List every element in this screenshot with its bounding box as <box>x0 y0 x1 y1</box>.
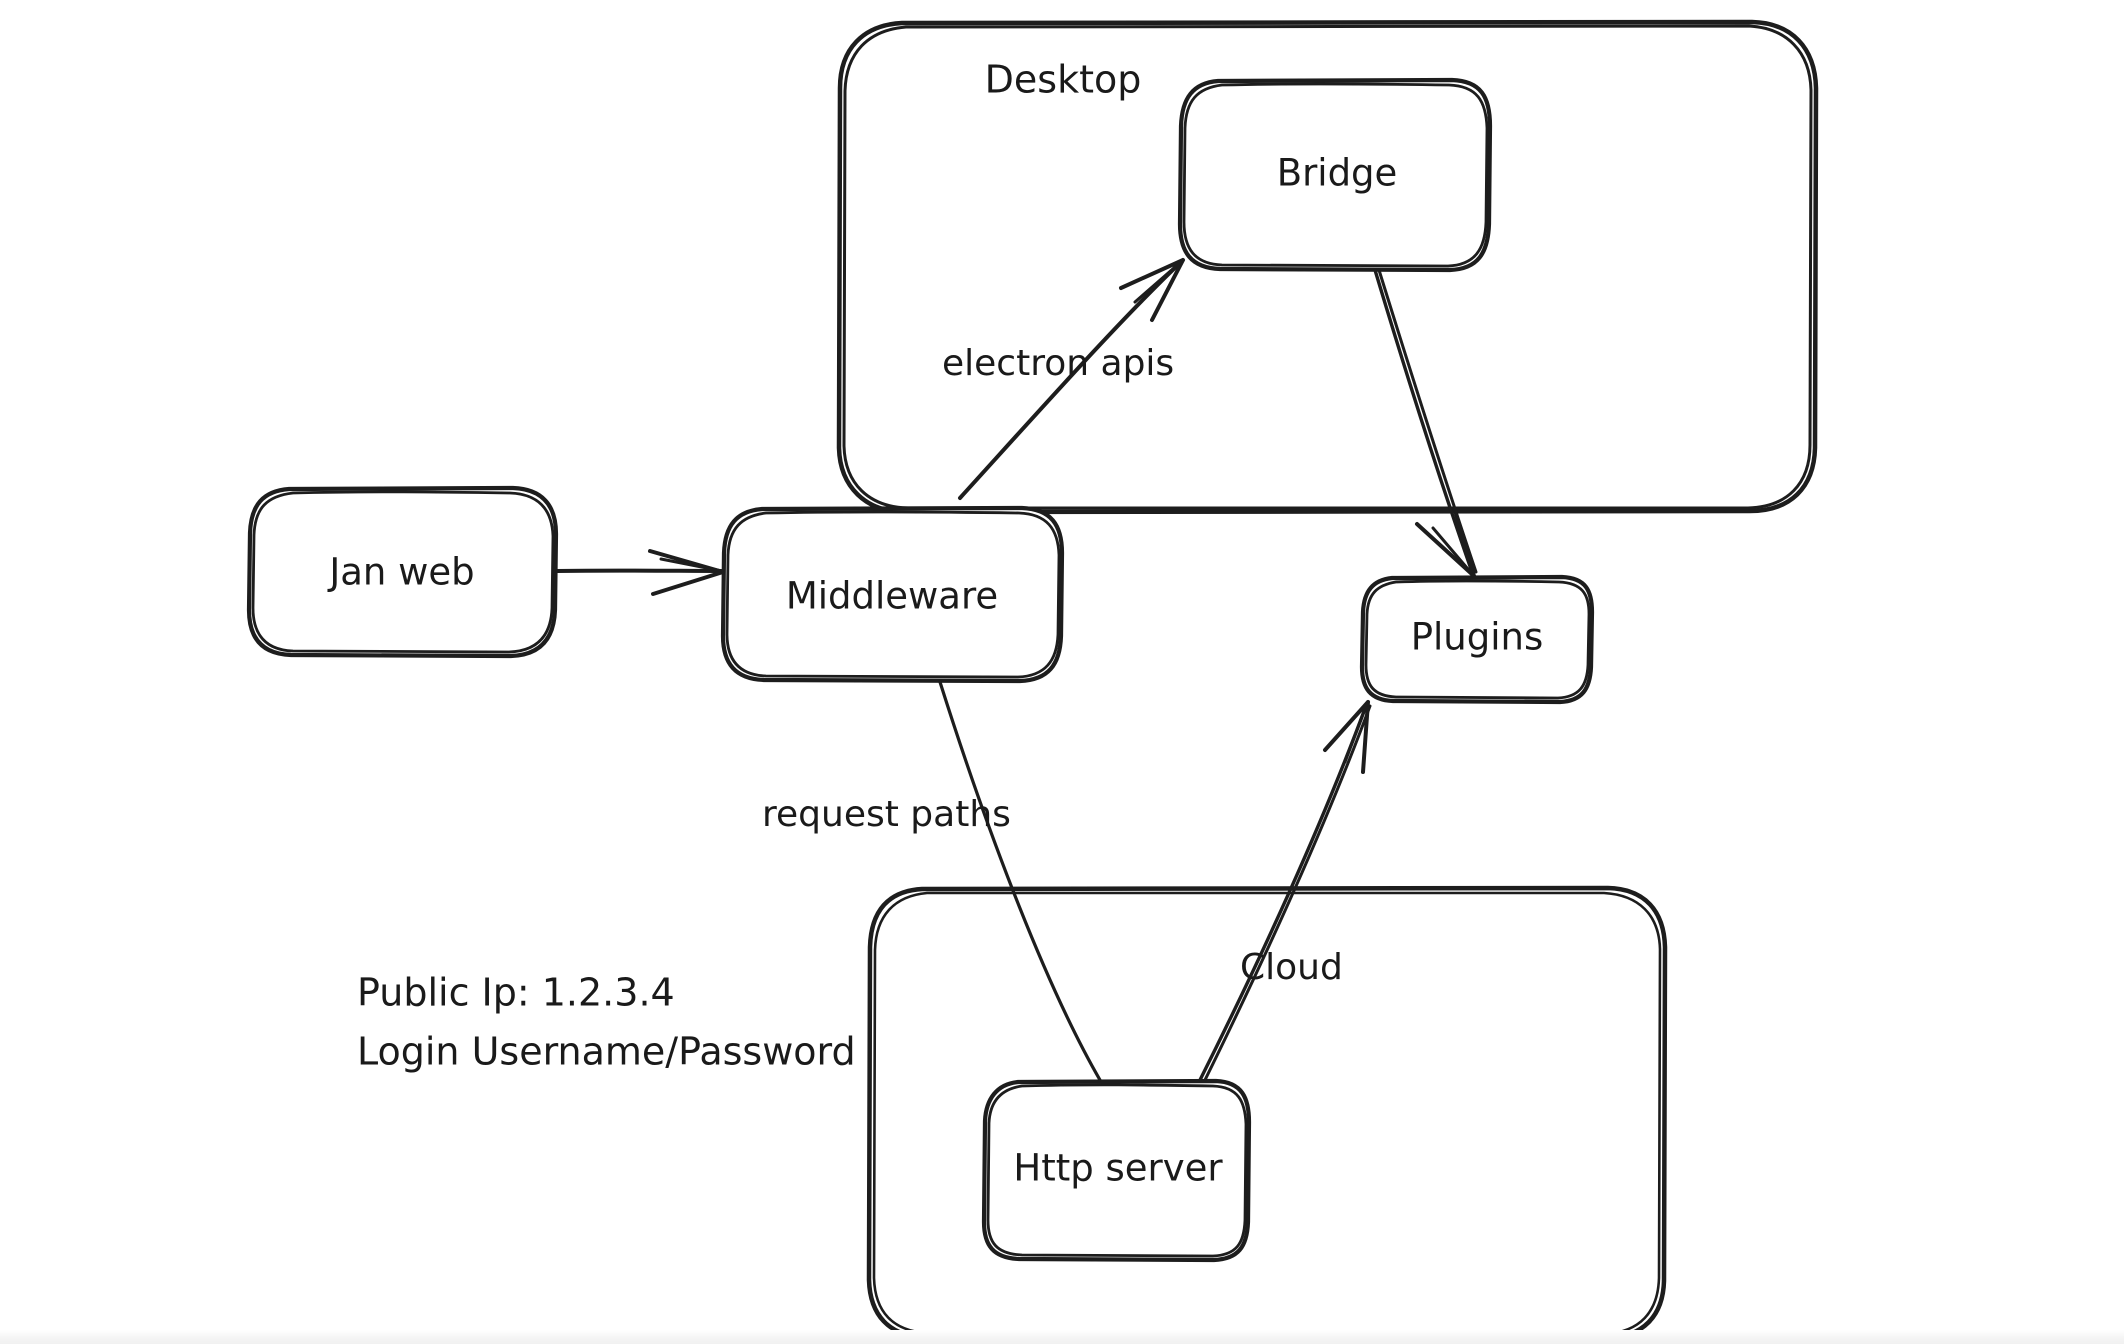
node-plugins[interactable]: Plugins <box>1359 574 1595 705</box>
group-desktop[interactable] <box>836 19 1819 515</box>
node-label-jan-web: Jan web <box>327 551 474 594</box>
edge-janweb-to-middleware[interactable] <box>555 549 725 596</box>
note-public-ip: Public Ip: 1.2.3.4 <box>357 971 675 1015</box>
node-http-server[interactable]: Http server <box>981 1078 1252 1263</box>
edge-bridge-to-plugins[interactable] <box>1373 268 1478 578</box>
group-label-desktop: Desktop <box>985 58 1142 102</box>
edge-httpserver-to-plugins[interactable]: Cloud <box>1198 700 1372 1082</box>
edge-label-electron-apis: electron apis <box>942 343 1174 384</box>
bottom-edge-band <box>0 1330 2124 1344</box>
edge-middleware-to-bridge[interactable]: electron apis <box>942 258 1185 500</box>
node-bridge[interactable]: Bridge <box>1177 77 1493 273</box>
node-label-bridge: Bridge <box>1277 152 1398 195</box>
notes-block: Public Ip: 1.2.3.4 Login Username/Passwo… <box>357 971 856 1074</box>
edge-label-request-paths: request paths <box>762 794 1011 835</box>
node-label-http-server: Http server <box>1013 1147 1223 1190</box>
node-middleware[interactable]: Middleware <box>720 505 1065 684</box>
edge-label-cloud: Cloud <box>1240 947 1343 988</box>
node-jan-web[interactable]: Jan web <box>246 485 559 659</box>
node-label-middleware: Middleware <box>786 575 998 618</box>
edge-middleware-to-httpserver[interactable]: request paths <box>762 680 1102 1082</box>
node-label-plugins: Plugins <box>1411 616 1544 659</box>
note-login-credentials: Login Username/Password <box>357 1030 856 1074</box>
